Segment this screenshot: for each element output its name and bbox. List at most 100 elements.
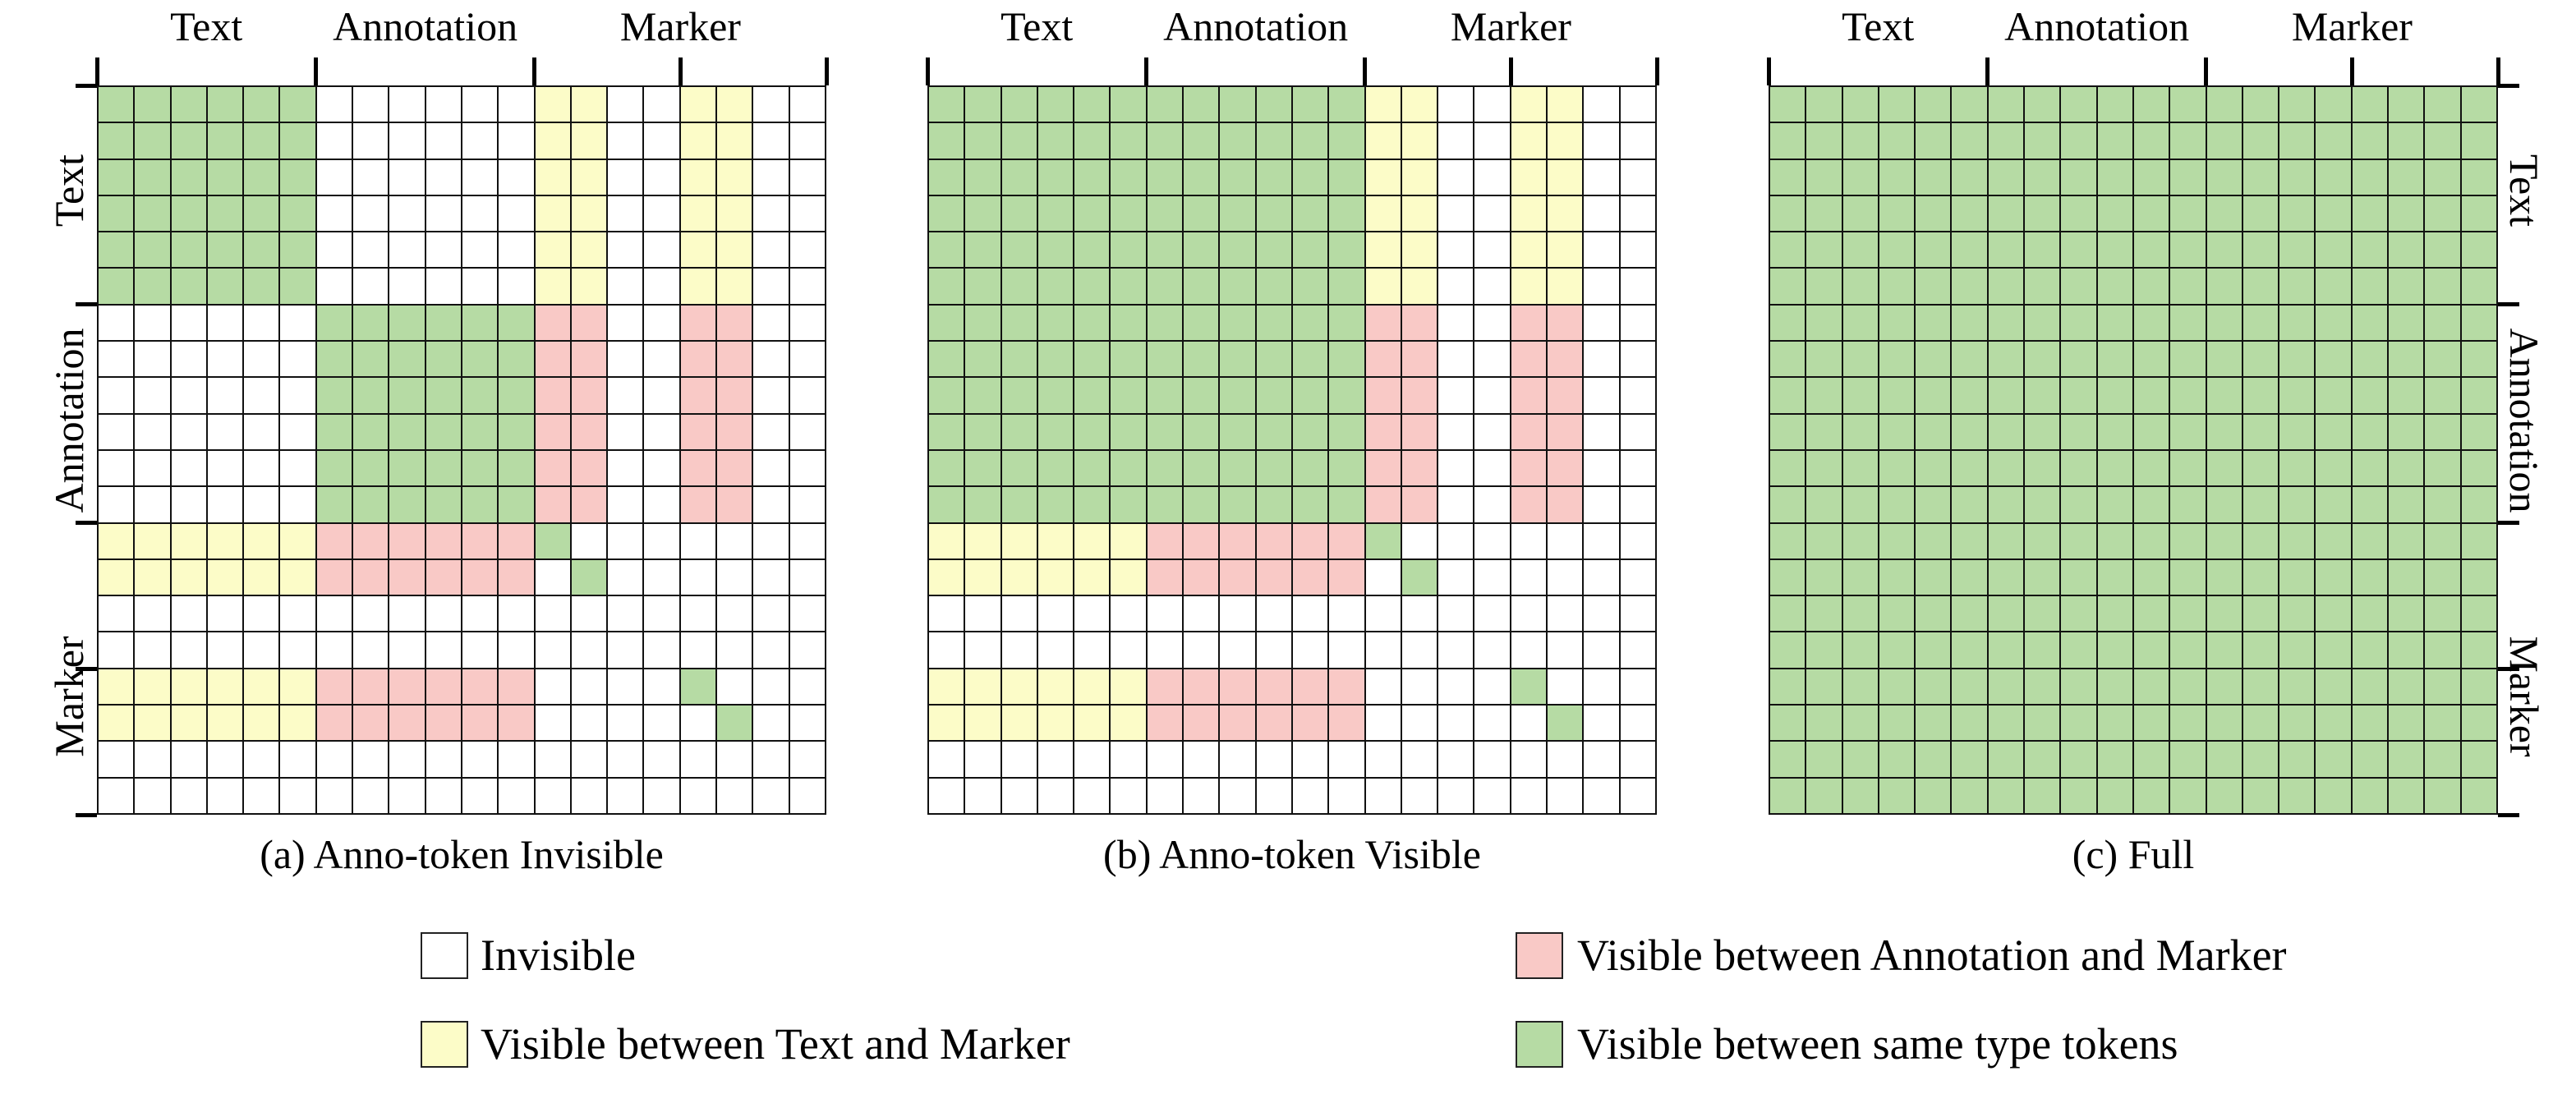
grid-cell bbox=[1510, 741, 1548, 778]
grid-cell bbox=[1183, 341, 1220, 378]
grid-cell bbox=[534, 86, 571, 123]
grid-cell bbox=[1583, 777, 1620, 814]
grid-cell bbox=[1255, 705, 1292, 742]
grid-cell bbox=[2388, 705, 2425, 742]
grid-cell bbox=[679, 377, 717, 414]
grid-cell bbox=[1291, 304, 1329, 342]
grid-cell bbox=[1619, 486, 1656, 523]
grid-cell bbox=[2024, 268, 2061, 305]
grid-cell bbox=[2096, 449, 2133, 487]
grid-cell bbox=[1951, 195, 1988, 232]
grid-cell bbox=[928, 595, 965, 632]
grid-cell bbox=[1915, 159, 1952, 195]
grid-cell bbox=[534, 449, 571, 487]
grid-cell bbox=[1583, 159, 1620, 195]
panel-a-top-tick bbox=[678, 57, 683, 85]
grid-cell bbox=[643, 86, 680, 123]
grid-cell bbox=[1146, 595, 1184, 632]
grid-cell bbox=[534, 486, 571, 523]
grid-cell bbox=[534, 232, 571, 269]
grid-cell bbox=[2096, 777, 2133, 814]
grid-cell bbox=[425, 159, 462, 195]
grid-cell bbox=[134, 449, 171, 487]
grid-cell bbox=[534, 413, 571, 450]
grid-cell bbox=[1769, 122, 1806, 159]
grid-cell bbox=[2096, 486, 2133, 523]
grid-cell bbox=[1547, 668, 1584, 706]
grid-cell bbox=[2024, 632, 2061, 669]
grid-cell bbox=[243, 632, 280, 669]
grid-cell bbox=[2388, 741, 2425, 778]
grid-cell bbox=[2388, 668, 2425, 706]
grid-cell bbox=[1438, 668, 1474, 706]
grid-cell bbox=[425, 268, 462, 305]
grid-cell bbox=[1510, 449, 1548, 487]
grid-cell bbox=[279, 304, 316, 342]
grid-cell bbox=[1474, 777, 1511, 814]
grid-cell bbox=[2169, 413, 2206, 450]
grid-cell bbox=[928, 159, 965, 195]
grid-cell bbox=[389, 195, 426, 232]
grid-cell bbox=[98, 595, 135, 632]
grid-cell bbox=[2132, 304, 2170, 342]
panel-c-right-tick bbox=[2498, 521, 2519, 526]
grid-cell bbox=[2460, 777, 2497, 814]
grid-cell bbox=[1806, 86, 1842, 123]
grid-cell bbox=[1000, 413, 1037, 450]
grid-cell bbox=[964, 232, 1001, 269]
grid-cell bbox=[607, 195, 644, 232]
grid-cell bbox=[1438, 632, 1474, 669]
grid-cell bbox=[1291, 268, 1329, 305]
grid-cell bbox=[1510, 486, 1548, 523]
grid-cell bbox=[1074, 377, 1111, 414]
legend-swatch-same-type bbox=[1516, 1021, 1563, 1068]
grid-cell bbox=[134, 705, 171, 742]
grid-cell bbox=[1219, 304, 1256, 342]
grid-cell bbox=[389, 159, 426, 195]
grid-cell bbox=[679, 595, 717, 632]
grid-cell bbox=[2060, 741, 2097, 778]
grid-cell bbox=[1987, 449, 2025, 487]
grid-cell bbox=[1878, 705, 1916, 742]
grid-cell bbox=[1769, 159, 1806, 195]
grid-cell bbox=[789, 522, 826, 559]
grid-cell bbox=[1951, 304, 1988, 342]
grid-cell bbox=[315, 741, 353, 778]
grid-cell bbox=[243, 413, 280, 450]
grid-cell bbox=[206, 86, 244, 123]
grid-cell bbox=[679, 668, 717, 706]
grid-cell bbox=[2242, 595, 2279, 632]
grid-cell bbox=[2279, 341, 2316, 378]
grid-cell bbox=[98, 377, 135, 414]
grid-cell bbox=[570, 341, 608, 378]
grid-cell bbox=[928, 122, 965, 159]
grid-cell bbox=[2169, 668, 2206, 706]
grid-cell bbox=[607, 705, 644, 742]
grid-cell bbox=[1255, 304, 1292, 342]
grid-cell bbox=[1915, 449, 1952, 487]
grid-cell bbox=[1915, 668, 1952, 706]
grid-cell bbox=[752, 668, 789, 706]
grid-cell bbox=[534, 705, 571, 742]
grid-cell bbox=[2060, 377, 2097, 414]
grid-cell bbox=[2460, 341, 2497, 378]
grid-cell bbox=[1000, 449, 1037, 487]
grid-cell bbox=[498, 122, 535, 159]
grid-cell bbox=[2315, 595, 2352, 632]
grid-cell bbox=[928, 341, 965, 378]
grid-cell bbox=[1110, 449, 1147, 487]
grid-cell bbox=[570, 232, 608, 269]
grid-cell bbox=[643, 377, 680, 414]
grid-cell bbox=[425, 777, 462, 814]
grid-cell bbox=[607, 668, 644, 706]
grid-cell bbox=[1583, 449, 1620, 487]
grid-cell bbox=[1219, 268, 1256, 305]
grid-cell bbox=[2024, 341, 2061, 378]
grid-cell bbox=[928, 777, 965, 814]
grid-cell bbox=[1438, 232, 1474, 269]
grid-cell bbox=[1438, 195, 1474, 232]
grid-cell bbox=[315, 595, 353, 632]
grid-cell bbox=[206, 413, 244, 450]
grid-cell bbox=[1110, 413, 1147, 450]
grid-cell bbox=[1878, 486, 1916, 523]
